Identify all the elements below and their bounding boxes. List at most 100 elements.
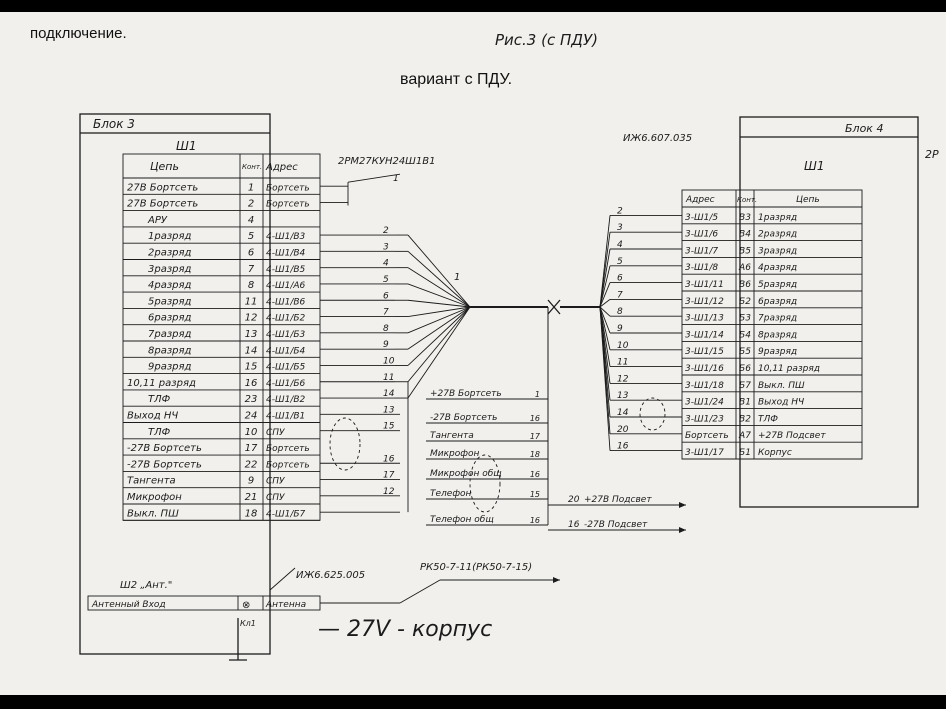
antenna-input-label: Антенный Вход bbox=[91, 600, 166, 610]
table-row-address: 3-Ш1/24 bbox=[685, 398, 724, 408]
table-row-contact: 13 bbox=[245, 329, 258, 340]
table-row-circuit: -27В Бортсеть bbox=[127, 443, 202, 454]
wire-label: 12 bbox=[383, 487, 395, 497]
wire-label: 8 bbox=[617, 307, 623, 317]
spu-line-number: 16 bbox=[530, 414, 540, 423]
arrow-right-icon bbox=[679, 502, 686, 508]
table-row-address: 4-Ш1/В2 bbox=[266, 395, 306, 405]
wire bbox=[407, 306, 471, 399]
variant-subtitle: вариант с ПДУ. bbox=[400, 71, 512, 88]
table-row-circuit: ТЛФ bbox=[148, 394, 171, 405]
wire-label: 16 bbox=[617, 442, 629, 452]
table-row-contact: 23 bbox=[245, 394, 258, 405]
spu-line-label: -27В Бортсеть bbox=[430, 413, 497, 423]
wire-label: 13 bbox=[617, 391, 629, 401]
ground-label: Кл1 bbox=[240, 619, 256, 628]
wire bbox=[347, 173, 401, 183]
table-row-contact: 9 bbox=[248, 476, 254, 487]
wire-label: 7 bbox=[383, 308, 389, 318]
table-row-circuit: 1разряд bbox=[148, 231, 192, 242]
table-row-contact: Б7 bbox=[739, 381, 751, 391]
light-line-number: 16 bbox=[568, 520, 580, 530]
wire-label: 17 bbox=[383, 471, 395, 481]
table-row-circuit: Корпус bbox=[758, 448, 792, 458]
table-row-contact: 21 bbox=[245, 492, 258, 503]
spu-line-number: 1 bbox=[535, 390, 540, 399]
light-line-number: 20 bbox=[568, 495, 580, 505]
wire-label: 5 bbox=[383, 275, 389, 285]
bundle-label: 1 bbox=[454, 272, 460, 283]
arrow-right-icon bbox=[679, 527, 686, 533]
table-row-circuit: +27В Подсвет bbox=[758, 431, 826, 441]
table-row-address: СПУ bbox=[266, 477, 285, 487]
table-row-address: 3-Ш1/8 bbox=[685, 263, 718, 273]
table-row-circuit: 4разряд bbox=[148, 280, 192, 291]
table-row-address: 3-Ш1/6 bbox=[685, 230, 718, 240]
wire-label: 6 bbox=[617, 274, 623, 284]
table-row-circuit: 3разряд bbox=[758, 246, 797, 256]
block-4-title: Блок 4 bbox=[845, 122, 883, 135]
wire-label: 9 bbox=[383, 340, 389, 350]
wire-label: 16 bbox=[383, 454, 395, 464]
wire bbox=[407, 299, 471, 308]
table-row-circuit: 7разряд bbox=[758, 314, 797, 324]
table-row-address: Бортсеть bbox=[685, 431, 729, 441]
table-row-address: 3-Ш1/18 bbox=[685, 381, 724, 391]
table-row-address: Бортсеть bbox=[266, 200, 310, 210]
table-row-contact: 1 bbox=[248, 182, 254, 193]
table-row-address: Бортсеть bbox=[266, 183, 310, 193]
table-row-address: 4-Ш1/В3 bbox=[266, 232, 306, 242]
table-row-address: 3-Ш1/13 bbox=[685, 314, 724, 324]
wire bbox=[407, 306, 471, 350]
table-row-circuit: 2разряд bbox=[148, 248, 192, 259]
table-row-contact: А6 bbox=[738, 263, 751, 273]
block-4-frame bbox=[739, 116, 919, 508]
wire-label: 4 bbox=[617, 240, 623, 250]
table-row-contact: В6 bbox=[739, 280, 751, 290]
table-row-circuit: 2разряд bbox=[758, 230, 797, 240]
block-3-frame bbox=[79, 113, 271, 655]
handwritten-note: — 27V - корпус bbox=[318, 617, 492, 642]
header-contact: Конт. bbox=[242, 163, 262, 171]
wire-label: 10 bbox=[617, 341, 629, 351]
antenna-cable-code: ИЖ6.625.005 bbox=[296, 570, 365, 581]
wire-label: 13 bbox=[383, 405, 395, 415]
table-row-circuit: Выход НЧ bbox=[758, 398, 804, 408]
block-4-edge-label: 2Р bbox=[925, 148, 939, 161]
antenna-cable bbox=[399, 579, 441, 604]
table-row-circuit: 1разряд bbox=[758, 213, 797, 223]
wire-label: 4 bbox=[383, 259, 389, 269]
table-row-circuit: 10,11 разряд bbox=[758, 364, 820, 374]
table-row-address: 4-Ш1/В1 bbox=[266, 412, 305, 422]
wire-label: 11 bbox=[383, 373, 394, 383]
wire-label: 2 bbox=[617, 206, 623, 216]
wire bbox=[407, 306, 471, 366]
wire-label: 12 bbox=[617, 374, 629, 384]
wire bbox=[407, 306, 471, 317]
spu-line-label: Телефон bbox=[430, 489, 472, 499]
table-row-circuit: 9разряд bbox=[758, 347, 797, 357]
table-row-contact: 16 bbox=[245, 378, 258, 389]
wire-label: 6 bbox=[383, 291, 389, 301]
shield-icon bbox=[329, 417, 361, 471]
table-row-circuit: -27В Бортсеть bbox=[127, 459, 202, 470]
table-row-contact: 12 bbox=[245, 313, 258, 324]
sh2-title: Ш2 „Ант." bbox=[120, 580, 172, 591]
table-row-address: 4-Ш1/Б3 bbox=[266, 330, 306, 340]
table-row-circuit: 3разряд bbox=[148, 264, 192, 275]
table-row-contact: Б5 bbox=[739, 347, 751, 357]
wire bbox=[547, 299, 561, 315]
paper-background bbox=[0, 12, 946, 695]
header-contact: Конт. bbox=[737, 196, 757, 204]
table-row-contact: В3 bbox=[739, 213, 751, 223]
table-row-address: СПУ bbox=[266, 428, 285, 438]
wire bbox=[269, 567, 296, 591]
table-row-circuit: 4разряд bbox=[758, 263, 797, 273]
shield-icon bbox=[639, 397, 666, 431]
wire-label: 8 bbox=[383, 324, 389, 334]
table-row-contact: Б1 bbox=[739, 448, 751, 458]
table-row-circuit: 10,11 разряд bbox=[127, 378, 196, 389]
table-row-address: СПУ bbox=[266, 493, 285, 503]
